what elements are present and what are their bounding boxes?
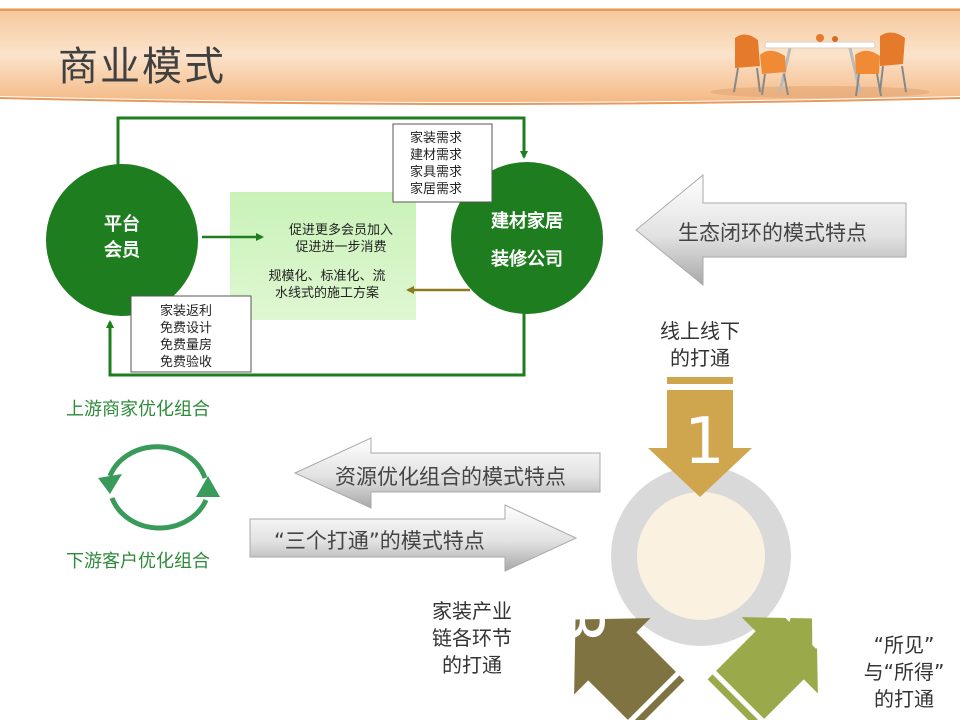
- member-line-2: 会员: [104, 240, 140, 261]
- upstream-label: 上游商家优化组合: [66, 399, 210, 420]
- three-arrow-shape: [249, 504, 578, 572]
- step-three-line: 链各环节: [432, 626, 512, 650]
- page-title: 商业模式: [58, 44, 226, 90]
- bottom-note-box: [130, 295, 252, 373]
- step-one-number: 1: [684, 405, 725, 479]
- center-top-text: 促进更多会员加入 促进进一步消费: [268, 222, 414, 256]
- center-box-bg: [230, 192, 416, 320]
- company-line-2: 装修公司: [491, 249, 563, 270]
- center-top-line: 促进进一步消费: [295, 240, 387, 255]
- step-one-line: 线上线下: [660, 319, 740, 343]
- eco-arrow-label: 生态闭环的模式特点: [678, 221, 867, 245]
- member-circle: [46, 164, 198, 316]
- step-one-line: 的打通: [670, 346, 730, 370]
- center-bottom-text: 规模化、标准化、流 水线式的施工方案: [252, 268, 402, 302]
- hub-center: [637, 492, 765, 620]
- resource-arrow-label: 资源优化组合的模式特点: [335, 465, 566, 489]
- step-one-arrow: [648, 377, 752, 497]
- dining-furniture-illustration: [710, 32, 930, 98]
- bottom-note-line: 免费量房: [160, 338, 213, 353]
- company-line-1: 建材家居: [491, 211, 563, 232]
- step-three-number: 3: [541, 602, 616, 644]
- downstream-label: 下游客户优化组合: [66, 551, 210, 572]
- bottom-note: 家装返利 免费设计 免费量房 免费验收: [160, 303, 212, 371]
- member-line-1: 平台: [104, 214, 140, 235]
- header-band: [0, 8, 960, 102]
- loop-lines: [106, 116, 528, 377]
- top-note-line: 家具需求: [410, 165, 463, 180]
- step-two-arrow: [707, 617, 818, 720]
- step-two-line: 与“所得”: [863, 660, 945, 684]
- step-two-line: “所见”: [873, 633, 935, 657]
- center-bottom-line: 规模化、标准化、流: [268, 269, 386, 284]
- step-three-line: 家装产业: [432, 599, 512, 623]
- bottom-note-line: 免费设计: [160, 321, 213, 336]
- top-note-line: 家装需求: [410, 131, 463, 146]
- step-three-line: 的打通: [442, 653, 502, 677]
- step-one-label: 线上线下 的打通: [640, 318, 760, 372]
- eco-arrow-shape: [635, 173, 907, 287]
- step-two-line: 的打通: [874, 687, 934, 711]
- step-three-label: 家装产业 链各环节 的打通: [412, 598, 532, 679]
- company-circle-label: 建材家居 装修公司: [462, 203, 592, 279]
- step-two-label: “所见” 与“所得” 的打通: [848, 632, 960, 713]
- top-note-line: 建材需求: [410, 148, 463, 163]
- center-bottom-line: 水线式的施工方案: [274, 286, 379, 301]
- cycle-icon: [107, 444, 209, 531]
- top-note-line: 家居需求: [410, 182, 463, 197]
- top-note-box: [392, 123, 493, 203]
- step-three-arrow: [574, 618, 685, 720]
- three-arrow-label: “三个打通”的模式特点: [274, 529, 485, 553]
- bottom-note-line: 家装返利: [160, 304, 213, 319]
- resource-arrow-shape: [293, 437, 601, 509]
- center-top-line: 促进更多会员加入: [288, 223, 393, 238]
- top-note: 家装需求 建材需求 家具需求 家居需求: [410, 130, 462, 198]
- bottom-note-line: 免费验收: [160, 355, 213, 370]
- member-circle-label: 平台 会员: [62, 212, 182, 264]
